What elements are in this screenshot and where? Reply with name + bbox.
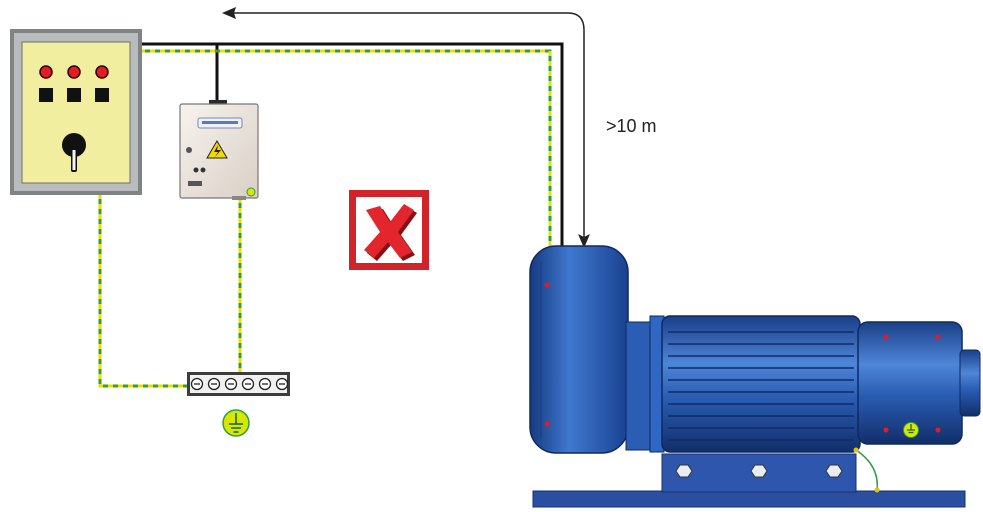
cross-mark-icon (349, 190, 429, 270)
electric-motor (529, 245, 981, 508)
motor-shaft (959, 349, 981, 417)
wiring (98, 42, 564, 388)
frequency-converter (179, 100, 259, 200)
indicator-led (67, 65, 81, 79)
power-cable-motor (140, 42, 564, 246)
panel-button (39, 88, 53, 102)
earth-cable-motor (140, 49, 552, 246)
selector-switch (62, 133, 86, 172)
earth-ground-icon (222, 409, 250, 437)
earth-cable-panel-bar (98, 194, 188, 388)
panel-button (67, 88, 81, 102)
motor-earth-strap (855, 449, 879, 492)
indicator-led (39, 65, 53, 79)
control-panel (10, 29, 142, 195)
panel-button (95, 88, 109, 102)
motor-earth-ground-icon (903, 422, 919, 438)
motor-housing (661, 315, 861, 453)
distance-arrow (222, 7, 590, 248)
motor-base-rail (532, 490, 966, 508)
high-voltage-icon (206, 140, 228, 159)
distance-label: >10 m (606, 116, 657, 136)
indicator-led (95, 65, 109, 79)
terminal-screws (190, 377, 289, 391)
earth-bar (187, 372, 290, 396)
motor-fan-hood (529, 245, 629, 454)
